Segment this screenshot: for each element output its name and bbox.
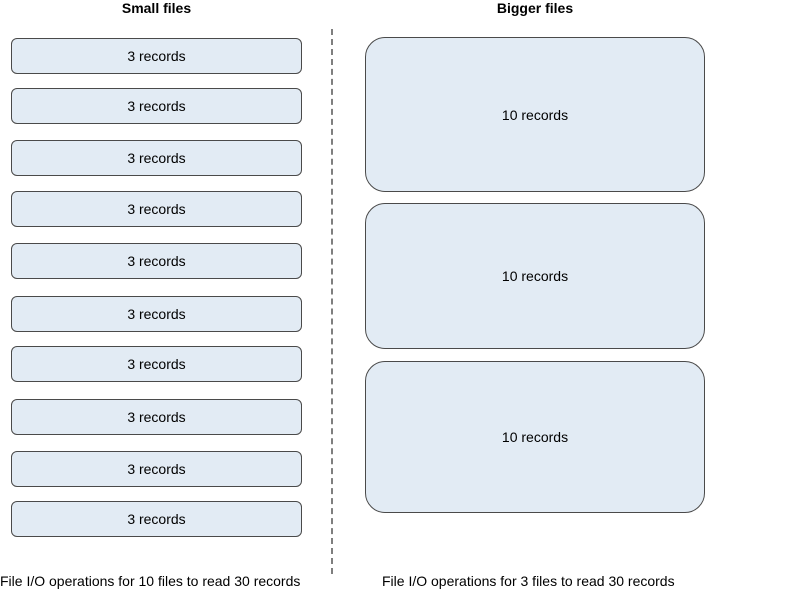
small-file-box: 3 records (11, 451, 302, 487)
small-file-box: 3 records (11, 88, 302, 124)
column-divider (331, 29, 333, 574)
small-file-box: 3 records (11, 38, 302, 74)
small-files-caption: File I/O operations for 10 files to read… (0, 573, 301, 589)
small-file-box: 3 records (11, 296, 302, 332)
small-file-box: 3 records (11, 191, 302, 227)
bigger-files-heading: Bigger files (496, 0, 574, 16)
small-files-heading: Small files (121, 0, 192, 16)
big-file-box: 10 records (365, 37, 705, 192)
small-file-box: 3 records (11, 399, 302, 435)
small-file-box: 3 records (11, 243, 302, 279)
big-file-box: 10 records (365, 361, 705, 513)
small-file-box: 3 records (11, 501, 302, 537)
big-file-box: 10 records (365, 203, 705, 349)
bigger-files-caption: File I/O operations for 3 files to read … (382, 573, 675, 589)
small-file-box: 3 records (11, 140, 302, 176)
small-file-box: 3 records (11, 346, 302, 382)
